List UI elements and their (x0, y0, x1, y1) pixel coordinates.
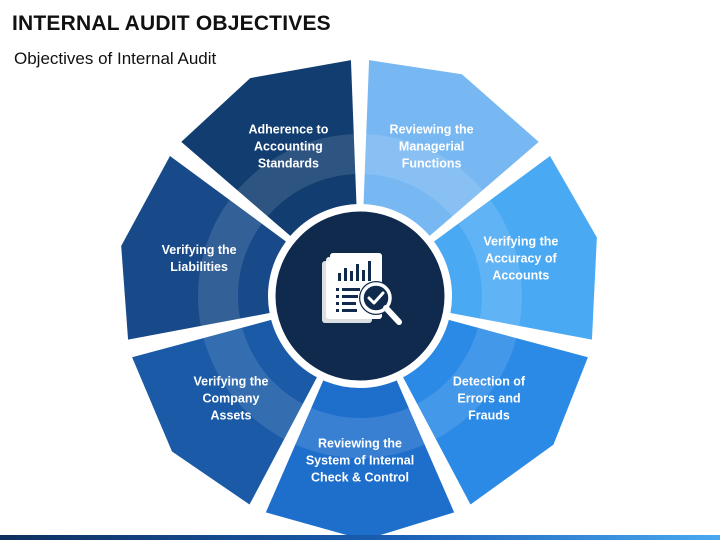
segment-label-4: Reviewing the System of Internal Check &… (305, 436, 415, 485)
segment-1 (363, 60, 539, 236)
bottom-accent-bar (0, 535, 720, 540)
segment-label-1: Reviewing the Managerial Functions (389, 122, 474, 171)
segment-label-6: Verifying the Liabilities (161, 243, 237, 275)
segment-2 (434, 156, 597, 340)
segment-label-2: Verifying the Accuracy of Accounts (483, 234, 559, 283)
segment-label-3: Detection of Errors and Frauds (452, 374, 526, 423)
segment-3 (403, 319, 588, 505)
segment-5 (132, 319, 317, 505)
page-subtitle: Objectives of Internal Audit (14, 49, 217, 68)
segment-label-7: Adherence to Accounting Standards (248, 122, 329, 171)
page-title: INTERNAL AUDIT OBJECTIVES (12, 12, 331, 35)
segment-4 (265, 380, 455, 540)
segment-7 (181, 60, 357, 236)
audit-report-magnifier-check-icon (322, 253, 402, 325)
segment-label-5: Verifying the Company Assets (193, 374, 269, 423)
segment-6 (121, 156, 286, 340)
